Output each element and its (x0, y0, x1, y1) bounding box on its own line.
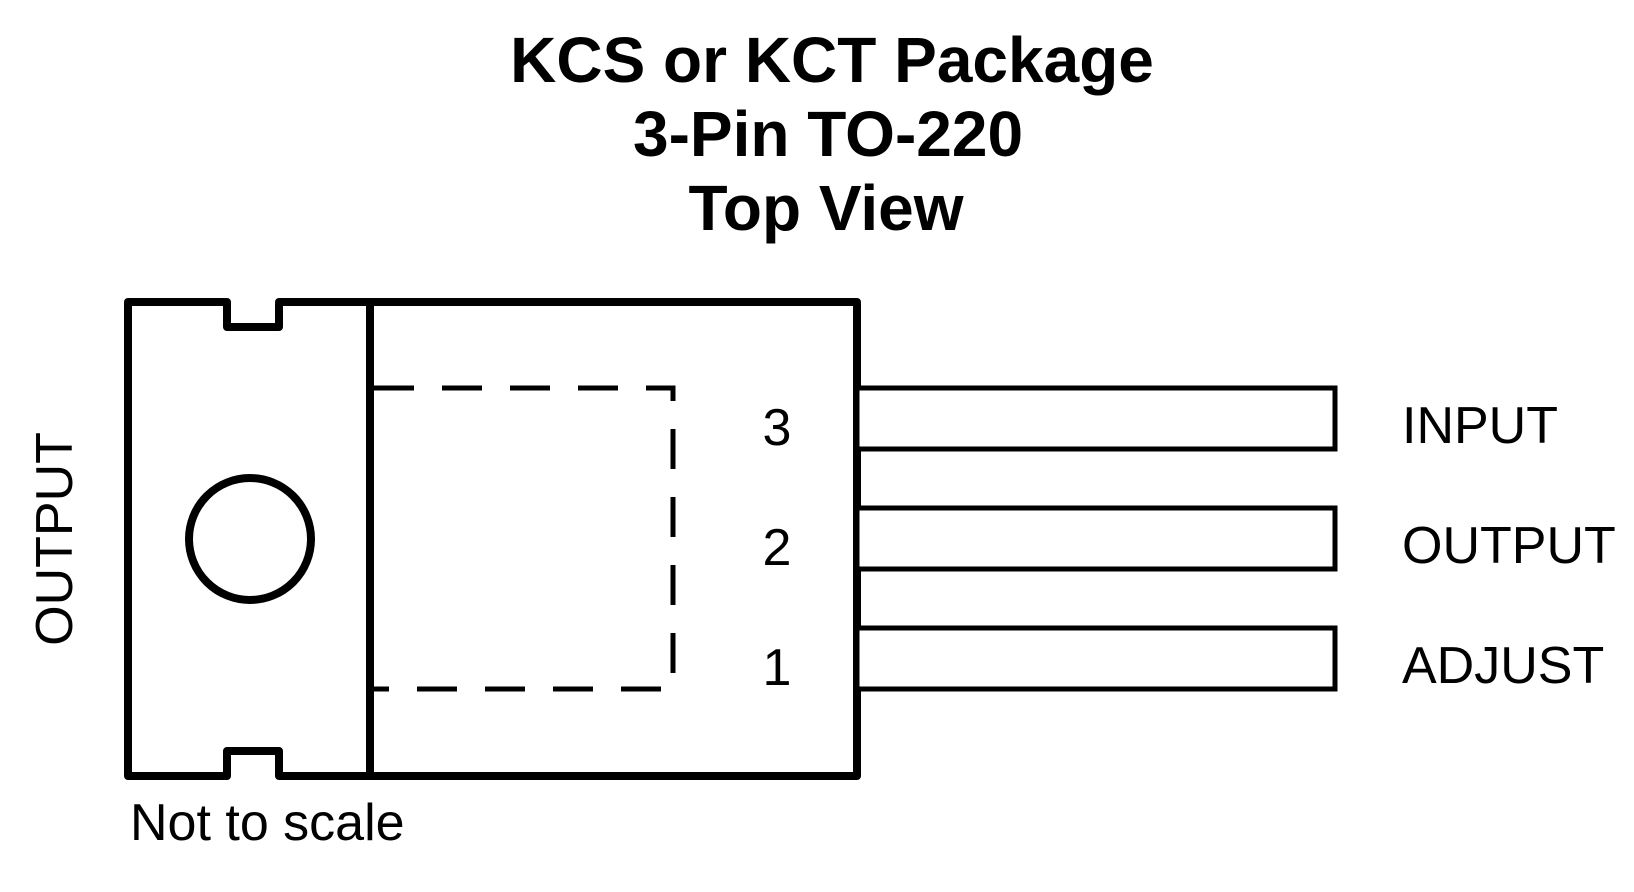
pin-2-number: 2 (763, 519, 792, 577)
mounting-hole (185, 474, 315, 604)
pin-2-name: OUTPUT (1402, 517, 1616, 575)
tab-label: OUTPUT (26, 432, 84, 646)
title-line-3: Top View (689, 172, 964, 244)
die-outline (374, 385, 676, 692)
mounting-tab-outline (124, 298, 374, 780)
pin-1-number: 1 (763, 639, 792, 697)
pin-1-lead (854, 625, 1338, 692)
pin-3-number: 3 (763, 399, 792, 457)
pin-3-name: INPUT (1402, 397, 1558, 455)
footnote: Not to scale (130, 794, 405, 852)
pin-3-lead (854, 385, 1338, 452)
pin-2-lead (854, 505, 1338, 572)
pin-1-name: ADJUST (1402, 637, 1604, 695)
title-line-1: KCS or KCT Package (510, 24, 1154, 96)
title-line-2: 3-Pin TO-220 (633, 98, 1023, 170)
